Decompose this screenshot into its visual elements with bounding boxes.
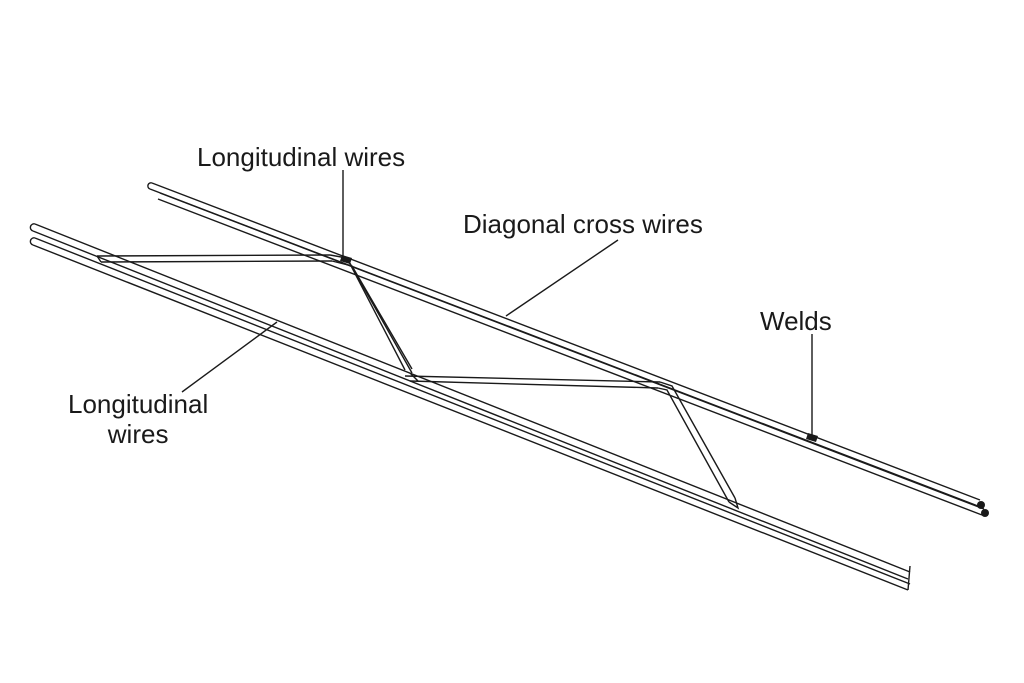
upper-longitudinal-wires <box>147 182 989 517</box>
upper-wire-end-cap <box>977 501 985 509</box>
upper-wire-b <box>157 192 985 516</box>
label-longitudinal-bottom-line2: wires <box>107 419 169 449</box>
weld-mark <box>806 433 818 442</box>
leader-line-diagonal <box>505 239 619 317</box>
label-longitudinal-wires-bottom: Longitudinal wires <box>68 389 208 449</box>
label-longitudinal-bottom-line1: Longitudinal <box>68 389 209 419</box>
label-diagonal-cross-wires: Diagonal cross wires <box>463 209 703 239</box>
lower-wire-b <box>29 237 911 591</box>
lower-wire-end <box>907 565 911 591</box>
upper-wire-end-cap <box>981 509 989 517</box>
lower-longitudinal-wires <box>29 223 911 591</box>
welds <box>340 255 818 442</box>
lower-wire-a <box>29 223 911 580</box>
label-longitudinal-wires-top: Longitudinal wires <box>197 142 406 172</box>
label-welds: Welds <box>760 306 832 336</box>
diagonal-cross-wires <box>96 254 740 510</box>
leader-line-longitudinal-bottom <box>181 321 278 393</box>
weld-mark <box>340 255 352 264</box>
